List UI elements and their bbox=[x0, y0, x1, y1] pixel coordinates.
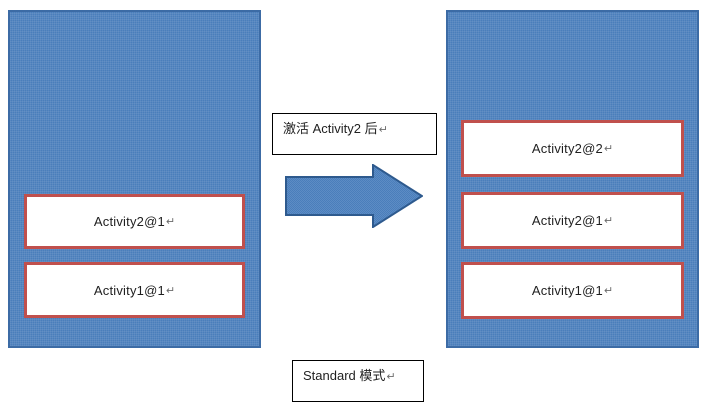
launch-mode-callout-label: Standard 模式 bbox=[303, 368, 386, 383]
activity-card[interactable]: Activity2@1↵ bbox=[24, 194, 245, 249]
paragraph-mark-icon: ↵ bbox=[165, 216, 176, 228]
activity-card-label: Activity1@1 bbox=[531, 283, 603, 298]
transition-callout-label: 激活 Activity2 后 bbox=[283, 121, 378, 136]
paragraph-mark-icon: ↵ bbox=[165, 284, 176, 297]
activity-card[interactable]: Activity1@1↵ bbox=[24, 262, 245, 318]
activity-card[interactable]: Activity1@1↵ bbox=[461, 262, 684, 319]
activity-card-label: Activity1@1 bbox=[93, 282, 165, 298]
paragraph-mark-icon: ↵ bbox=[603, 215, 614, 227]
transition-callout[interactable]: 激活 Activity2 后↵ bbox=[272, 113, 437, 155]
activity-card-label: Activity2@1 bbox=[531, 213, 603, 228]
paragraph-mark-icon: ↵ bbox=[603, 285, 614, 297]
paragraph-mark-icon: ↵ bbox=[378, 124, 388, 136]
paragraph-mark-icon: ↵ bbox=[603, 143, 614, 155]
activity-card[interactable]: Activity2@1↵ bbox=[461, 192, 684, 249]
launch-mode-callout[interactable]: Standard 模式↵ bbox=[292, 360, 424, 402]
paragraph-mark-icon: ↵ bbox=[386, 371, 396, 383]
activity-card[interactable]: Activity2@2↵ bbox=[461, 120, 684, 177]
activity-card-label: Activity2@2 bbox=[531, 141, 603, 156]
activity-card-label: Activity2@1 bbox=[93, 214, 165, 229]
right-block-arrow-icon bbox=[285, 164, 423, 228]
